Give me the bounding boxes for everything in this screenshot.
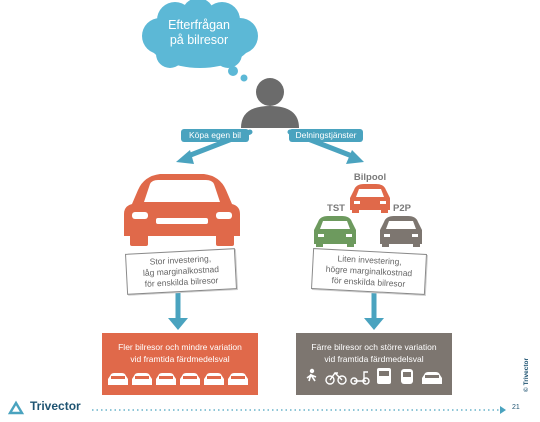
bilpool-label: Bilpool [353,172,387,183]
bicycle-icon [325,371,347,385]
bilpool-car-icon [350,184,390,213]
page-number: 21 [512,404,520,411]
footer-arrow [500,406,506,414]
left-branch-label: Köpa egen bil [181,129,249,142]
cloud-line-2: på bilresor [169,33,229,47]
person-icon [241,78,299,128]
walk-icon [306,368,317,382]
left-outcome-line-2: vid framtida färdmedelsval [130,354,230,364]
left-outcome-line-1: Fler bilresor och mindre variation [118,342,242,352]
scooter-icon [350,371,370,385]
copyright-text: © Trivector [523,357,530,392]
own-car-icon [124,174,240,246]
cloud-line-1: Efterfrågan [168,18,230,32]
right-outcome-line-2: vid framtida färdmedelsval [324,354,424,364]
trivector-logo-icon [7,400,25,415]
brand-name: Trivector [30,399,81,413]
car-row-icons [108,373,248,385]
tram-icon [401,369,413,384]
mode-icons [306,368,442,385]
cloud-text: Efterfrågan på bilresor [154,18,244,48]
p2p-label: P2P [393,203,411,214]
left-note: Stor investering, låg marginalkostnad fö… [125,248,237,295]
left-outcome-text: Fler bilresor och mindre variation vid f… [102,333,258,365]
arrow-heads [168,150,384,330]
car-icon [422,372,442,384]
bus-icon [377,368,391,384]
thought-cloud [142,0,258,82]
right-outcome-box [296,333,452,395]
right-note: Liten investering, högre marginalkostnad… [311,248,427,295]
right-outcome-text: Färre bilresor och större variation vid … [296,333,452,365]
tst-label: TST [327,203,345,214]
right-outcome-line-1: Färre bilresor och större variation [311,342,437,352]
tst-car-icon [314,216,356,247]
right-branch-label: Delningstjänster [289,129,363,142]
down-arrows [175,292,377,320]
p2p-car-icon [380,216,422,247]
